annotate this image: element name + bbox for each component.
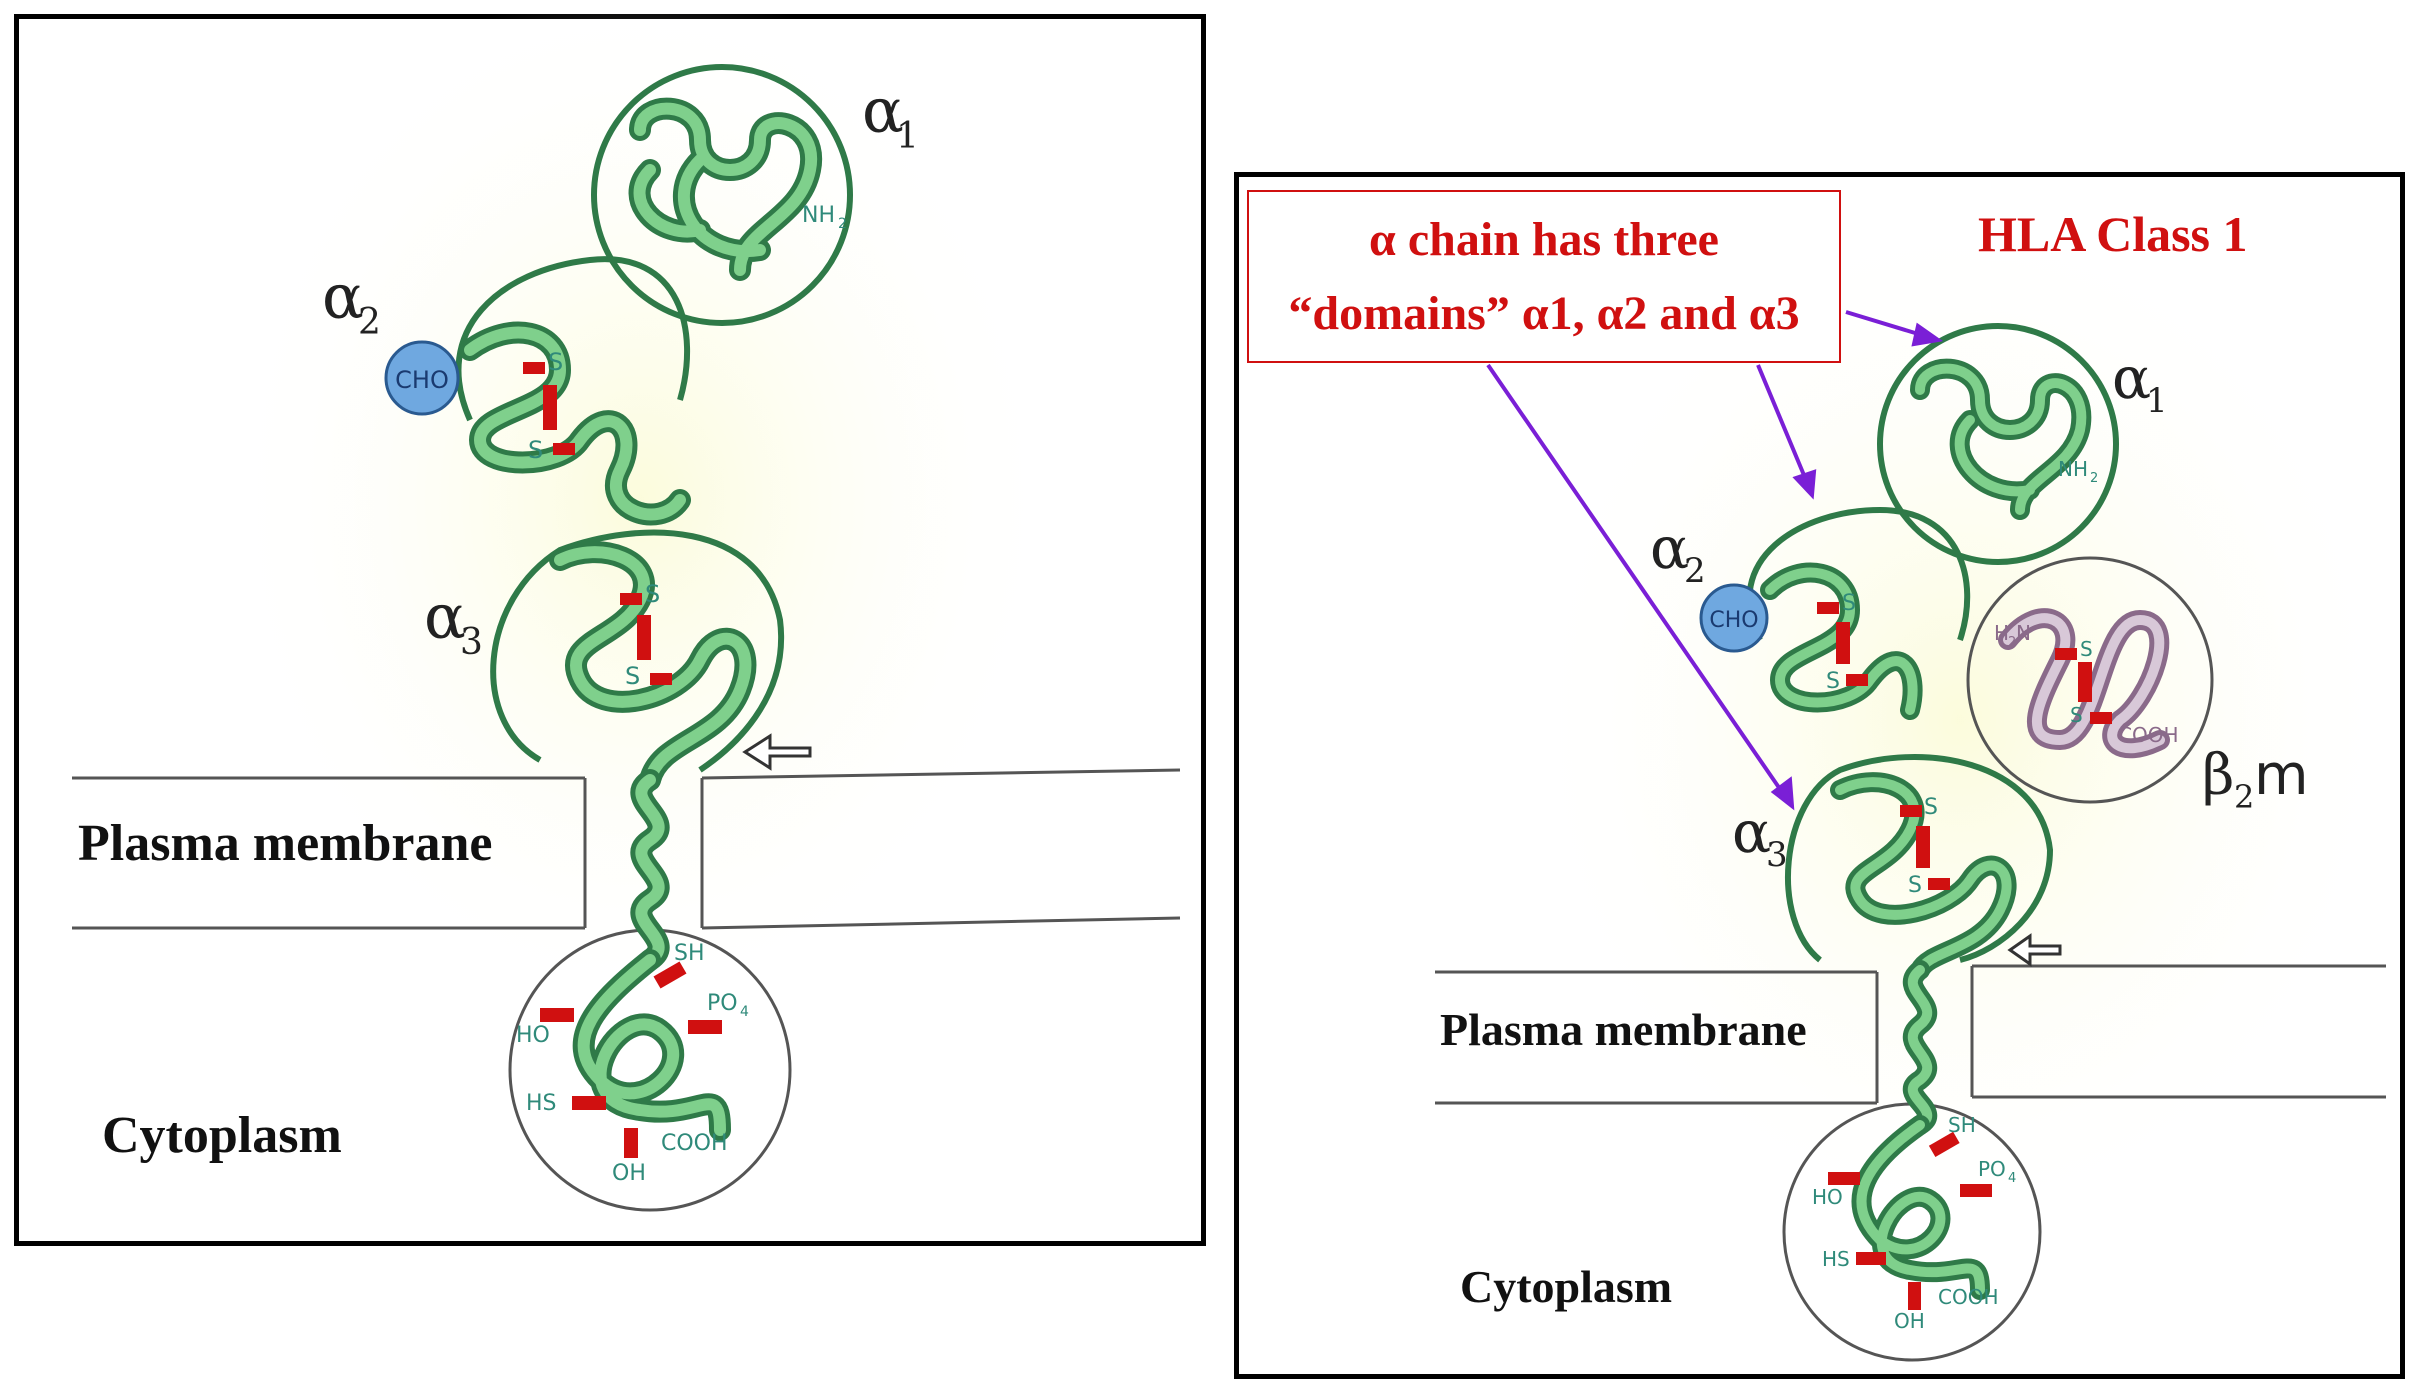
cooh-beta-label: COOH [2118,723,2179,747]
nh2-label: NH [802,203,835,228]
alpha3-subscript: 3 [460,622,483,663]
s-label: S [1826,669,1840,694]
s-label: S [1908,873,1922,898]
cooh-label: COOH [661,1131,728,1156]
po4-subscript: 4 [2008,1171,2016,1186]
alpha3-domain-outline [490,529,785,773]
po4-subscript: 4 [740,1004,749,1020]
alpha1-subscript: 1 [2146,381,2168,421]
nh2-label: NH [2058,457,2088,481]
beta2m-subscript: 2 [2234,778,2254,816]
alpha2-subscript: 2 [358,302,381,343]
sh-label: SH [1948,1113,1976,1137]
direction-arrow [742,733,812,771]
alpha3-subscript: 3 [1766,835,1788,875]
h2n-label: H [1994,621,2009,645]
s-label: S [2070,703,2083,727]
alpha3-domain-outline [1784,754,2054,963]
callout-line-2: “domains” α1, α2 and α3 [1288,286,1800,340]
direction-arrow [2007,933,2062,967]
cytoplasm-label: Cytoplasm [1460,1261,1672,1312]
cho-glycan [1699,583,1769,653]
s-label: S [548,348,563,376]
callout-line-1: α chain has three [1369,212,1719,266]
hs-label: HS [526,1091,557,1116]
disulfide-bonds [523,362,672,685]
s-label: S [528,436,543,464]
domain-outlines [1746,323,2119,1362]
s-label: S [2080,637,2093,661]
alpha1-subscript: 1 [896,116,919,157]
s-label: S [1842,591,1856,616]
po4-label: PO [707,991,738,1016]
plasma-membrane-label: Plasma membrane [1440,1004,1807,1055]
alpha2-label: α [322,260,364,333]
hs-label: HS [1822,1247,1850,1271]
alpha1-label: α [862,74,904,147]
cytoplasmic-groups [1828,1131,1992,1310]
alpha-chain [459,97,823,1141]
alpha-chain [1760,358,2092,1300]
alpha3-label: α [1732,798,1771,866]
cytoplasmic-groups [540,961,722,1158]
cooh-label: COOH [1938,1285,1999,1309]
ho-label: HO [1812,1185,1843,1209]
oh-label: OH [612,1161,646,1186]
ho-label: HO [516,1023,550,1048]
alpha1-label: α [2112,344,2151,412]
callout-box: α chain has three “domains” α1, α2 and α… [1247,190,1841,363]
cytoplasm-label: Cytoplasm [102,1107,342,1164]
s-label: S [1924,795,1938,820]
disulfide-bonds [1817,602,2112,890]
nh2-subscript: 2 [2090,471,2098,486]
s-label: S [625,662,640,690]
beta2m-domain-outline [1966,556,2214,804]
plasma-membrane-lines [1435,964,2386,1105]
po4-label: PO [1978,1157,2006,1181]
alpha3-label: α [424,580,466,653]
hla-class-title: HLA Class 1 [1978,206,2248,262]
callout-arrows [1486,310,1944,811]
h2n-n-label: N [2016,621,2031,645]
oh-label: OH [1894,1309,1925,1333]
alpha2-label: α [1650,514,1689,582]
sh-label: SH [674,941,705,966]
alpha2-domain-outline [1746,506,1971,642]
cho-label: CHO [395,366,449,394]
plasma-membrane-lines [72,768,1181,930]
alpha1-domain-outline [1877,323,2119,565]
cho-label: CHO [1709,608,1758,633]
h2n-subscript: 2 [2008,635,2016,650]
alpha2-subscript: 2 [1684,551,1706,591]
cho-glycan [384,340,460,416]
background-glow [1520,200,2400,1240]
s-label: S [645,580,660,608]
beta2m-label: β [2202,743,2234,808]
alpha1-domain-outline [591,64,853,326]
beta2m-m-label: m [2254,743,2309,808]
nh2-subscript: 2 [838,216,847,232]
plasma-membrane-label: Plasma membrane [78,815,492,872]
